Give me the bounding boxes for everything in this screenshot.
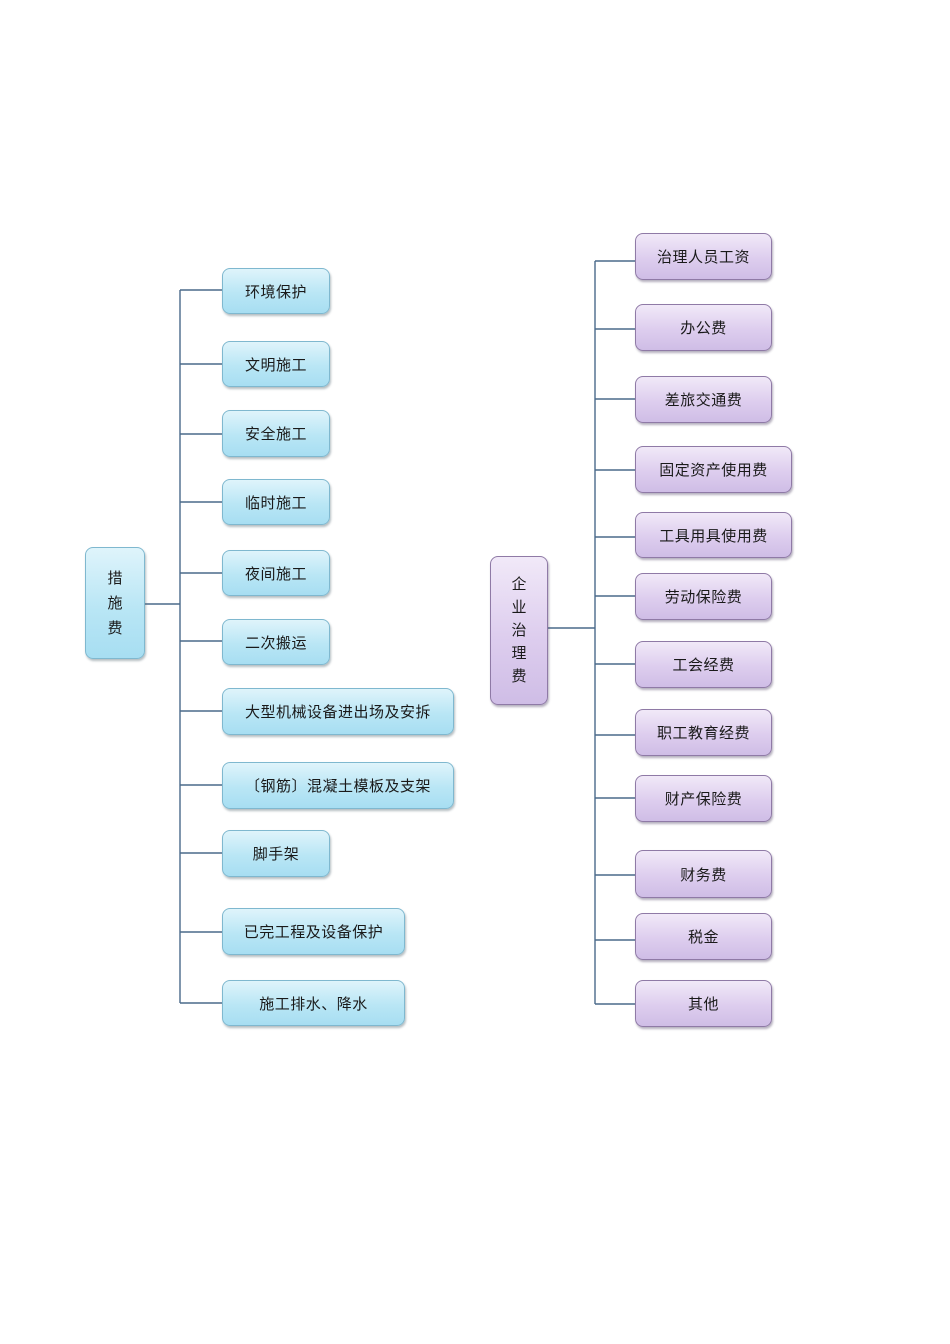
measures-item-drainage: 施工排水、降水: [222, 980, 405, 1026]
node-label: 脚手架: [252, 845, 300, 863]
node-label: 财务费: [680, 865, 727, 884]
measures-item-temporary: 临时施工: [222, 479, 330, 525]
management-item-staff-wages: 治理人员工资: [635, 233, 772, 280]
node-label: 职工教育经费: [656, 724, 750, 742]
management-item-staff-education: 职工教育经费: [635, 709, 772, 756]
measures-item-scaffold: 脚手架: [222, 830, 330, 877]
measures-item-completed-protection: 已完工程及设备保护: [222, 908, 405, 955]
management-item-fixed-assets: 固定资产使用费: [635, 446, 792, 493]
node-label: 固定资产使用费: [659, 461, 768, 479]
root-node-enterprise-management-fee: 企业治理费: [490, 556, 548, 705]
measures-item-formwork: 〔钢筋〕混凝土模板及支架: [222, 762, 454, 809]
node-label: 临时施工: [244, 493, 307, 512]
management-item-taxes: 税金: [635, 913, 772, 960]
root-label-enterprise-management-fee: 企业治理费: [511, 575, 528, 685]
node-label: 工会经费: [672, 656, 735, 674]
node-label: 大型机械设备进出场及安拆: [244, 703, 431, 721]
node-label: 办公费: [680, 319, 727, 337]
management-item-property-insurance: 财产保险费: [635, 775, 772, 822]
node-label: 夜间施工: [244, 564, 307, 583]
measures-item-safety: 安全施工: [222, 410, 330, 457]
node-label: 差旅交通费: [664, 391, 743, 409]
node-label: 税金: [687, 928, 719, 946]
management-item-labor-insurance: 劳动保险费: [635, 573, 772, 620]
node-label: 其他: [687, 995, 719, 1013]
measures-item-civilized: 文明施工: [222, 341, 330, 387]
node-label: 安全施工: [244, 425, 307, 443]
node-label: 治理人员工资: [656, 248, 750, 266]
measures-item-large-machinery: 大型机械设备进出场及安拆: [222, 688, 454, 735]
node-label: 已完工程及设备保护: [243, 923, 384, 941]
management-item-tools: 工具用具使用费: [635, 512, 792, 558]
node-label: 施工排水、降水: [259, 994, 368, 1013]
node-label: 〔钢筋〕混凝土模板及支架: [244, 777, 431, 795]
management-item-other: 其他: [635, 980, 772, 1027]
node-label: 劳动保险费: [664, 588, 743, 606]
management-item-travel: 差旅交通费: [635, 376, 772, 423]
root-label-measures-fee: 措施费: [107, 568, 124, 637]
management-item-office: 办公费: [635, 304, 772, 351]
node-label: 二次搬运: [244, 633, 307, 652]
root-node-measures-fee: 措施费: [85, 547, 145, 659]
management-item-finance: 财务费: [635, 850, 772, 898]
node-label: 工具用具使用费: [659, 526, 768, 545]
measures-item-night: 夜间施工: [222, 550, 330, 596]
node-label: 环境保护: [244, 282, 307, 301]
node-label: 文明施工: [244, 355, 307, 374]
measures-item-environment: 环境保护: [222, 268, 330, 314]
node-label: 财产保险费: [664, 790, 743, 808]
management-item-union-fund: 工会经费: [635, 641, 772, 688]
measures-item-secondary-transport: 二次搬运: [222, 619, 330, 665]
